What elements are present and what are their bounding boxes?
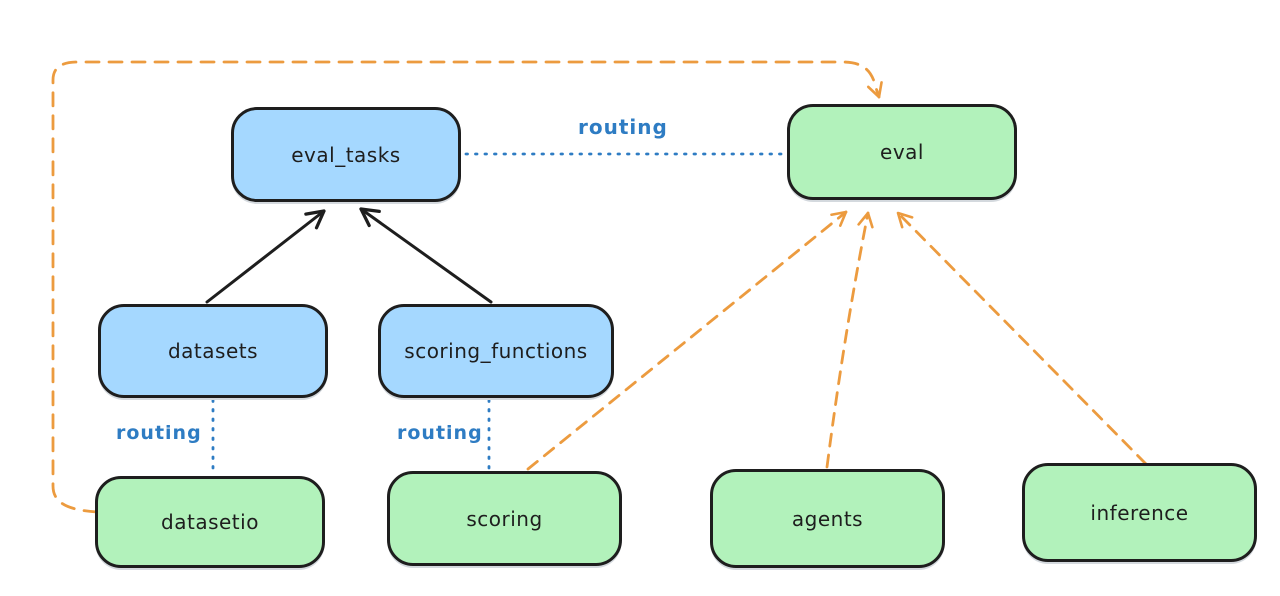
node-eval-tasks: eval_tasks — [231, 107, 461, 202]
routing-label-scoring: routing — [397, 422, 483, 444]
node-datasetio: datasetio — [95, 476, 325, 568]
node-eval-label: eval — [880, 140, 924, 164]
node-inference: inference — [1022, 463, 1257, 562]
node-eval-tasks-label: eval_tasks — [291, 142, 401, 167]
node-inference-label: inference — [1090, 500, 1189, 525]
node-scoring: scoring — [387, 471, 622, 566]
edge-agents-to-eval — [825, 211, 874, 469]
routing-label-datasetio: routing — [116, 422, 202, 444]
node-datasets-label: datasets — [167, 339, 259, 363]
node-scoring-functions: scoring_functions — [378, 304, 614, 398]
edge-inference-to-eval — [896, 211, 1148, 466]
node-eval: eval — [787, 104, 1017, 200]
node-scoring-functions-label: scoring_functions — [404, 339, 588, 363]
node-agents: agents — [710, 469, 945, 568]
edge-scoring-functions-to-eval-tasks — [359, 207, 493, 304]
node-scoring-label: scoring — [466, 506, 543, 531]
edge-datasetio-to-eval — [51, 60, 883, 514]
edge-datasets-to-eval-tasks — [205, 209, 326, 304]
node-agents-label: agents — [791, 506, 864, 531]
node-datasets: datasets — [98, 304, 328, 398]
node-datasetio-label: datasetio — [161, 510, 259, 534]
routing-label-eval: routing — [578, 115, 668, 139]
